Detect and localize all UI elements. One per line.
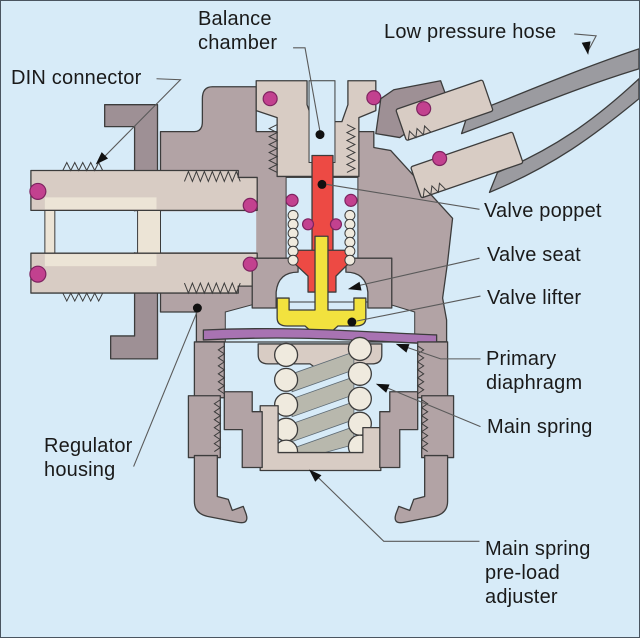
- o-ring: [285, 193, 299, 207]
- leg-right: [417, 341, 449, 399]
- din-thread-lower-right: [183, 281, 241, 295]
- leg-thread-left-upper: [217, 345, 226, 395]
- leg-thread-left-lower: [213, 399, 222, 452]
- din-thread-upper-left: [62, 161, 104, 172]
- leg-thread-right-lower: [420, 399, 429, 452]
- label-main-spring: Main spring: [487, 416, 593, 438]
- din-passage-vertical: [137, 209, 161, 254]
- o-ring: [262, 91, 278, 107]
- label-low-pressure-hose: Low pressure hose: [384, 21, 557, 43]
- cap-thread-right: [345, 124, 357, 173]
- o-ring: [29, 182, 47, 200]
- label-valve-lifter: Valve lifter: [487, 287, 582, 309]
- o-ring: [29, 265, 47, 283]
- o-ring: [329, 218, 343, 231]
- label-valve-poppet: Valve poppet: [484, 200, 602, 222]
- low-pressure-hose-lower: [488, 78, 639, 194]
- leader-lines: [95, 33, 598, 542]
- o-ring: [366, 90, 382, 106]
- o-ring: [416, 101, 432, 117]
- o-ring: [301, 218, 315, 231]
- din-passage-left: [44, 209, 56, 254]
- din-bore-lower: [44, 254, 157, 267]
- label-balance-chamber: Balance chamber: [198, 8, 278, 54]
- din-bore-upper: [44, 197, 157, 210]
- o-ring: [432, 150, 448, 167]
- label-regulator-housing: Regulator housing: [44, 435, 133, 481]
- low-pressure-hose-upper: [460, 48, 639, 135]
- din-thread-upper-right: [183, 170, 241, 183]
- hose-fitting-upper: [395, 79, 494, 141]
- bottom-bracket-left: [223, 391, 263, 469]
- o-ring: [242, 256, 258, 272]
- o-rings: [29, 90, 382, 283]
- label-primary-diaphragm: Primary diaphragm: [486, 348, 583, 394]
- o-ring: [242, 197, 258, 213]
- valve-seat-left: [251, 257, 299, 309]
- bottom-bracket-right: [379, 391, 419, 469]
- yoke-foot-left: [193, 454, 248, 524]
- leg-thread-right-upper: [416, 345, 425, 395]
- poppet-spring-left: [287, 209, 299, 266]
- yoke-foot-right: [394, 454, 449, 524]
- din-thread-lower-left: [62, 291, 104, 303]
- cap-thread-left: [268, 124, 279, 173]
- poppet-spring-right: [344, 209, 356, 266]
- label-valve-seat: Valve seat: [487, 244, 581, 266]
- label-din-connector: DIN connector: [11, 67, 142, 89]
- hose-fitting-lower: [410, 131, 524, 199]
- label-main-spring-preload-adjuster: Main spring pre-load adjuster: [485, 538, 591, 608]
- o-ring: [344, 193, 358, 207]
- preload-adjuster-cup: [259, 405, 382, 472]
